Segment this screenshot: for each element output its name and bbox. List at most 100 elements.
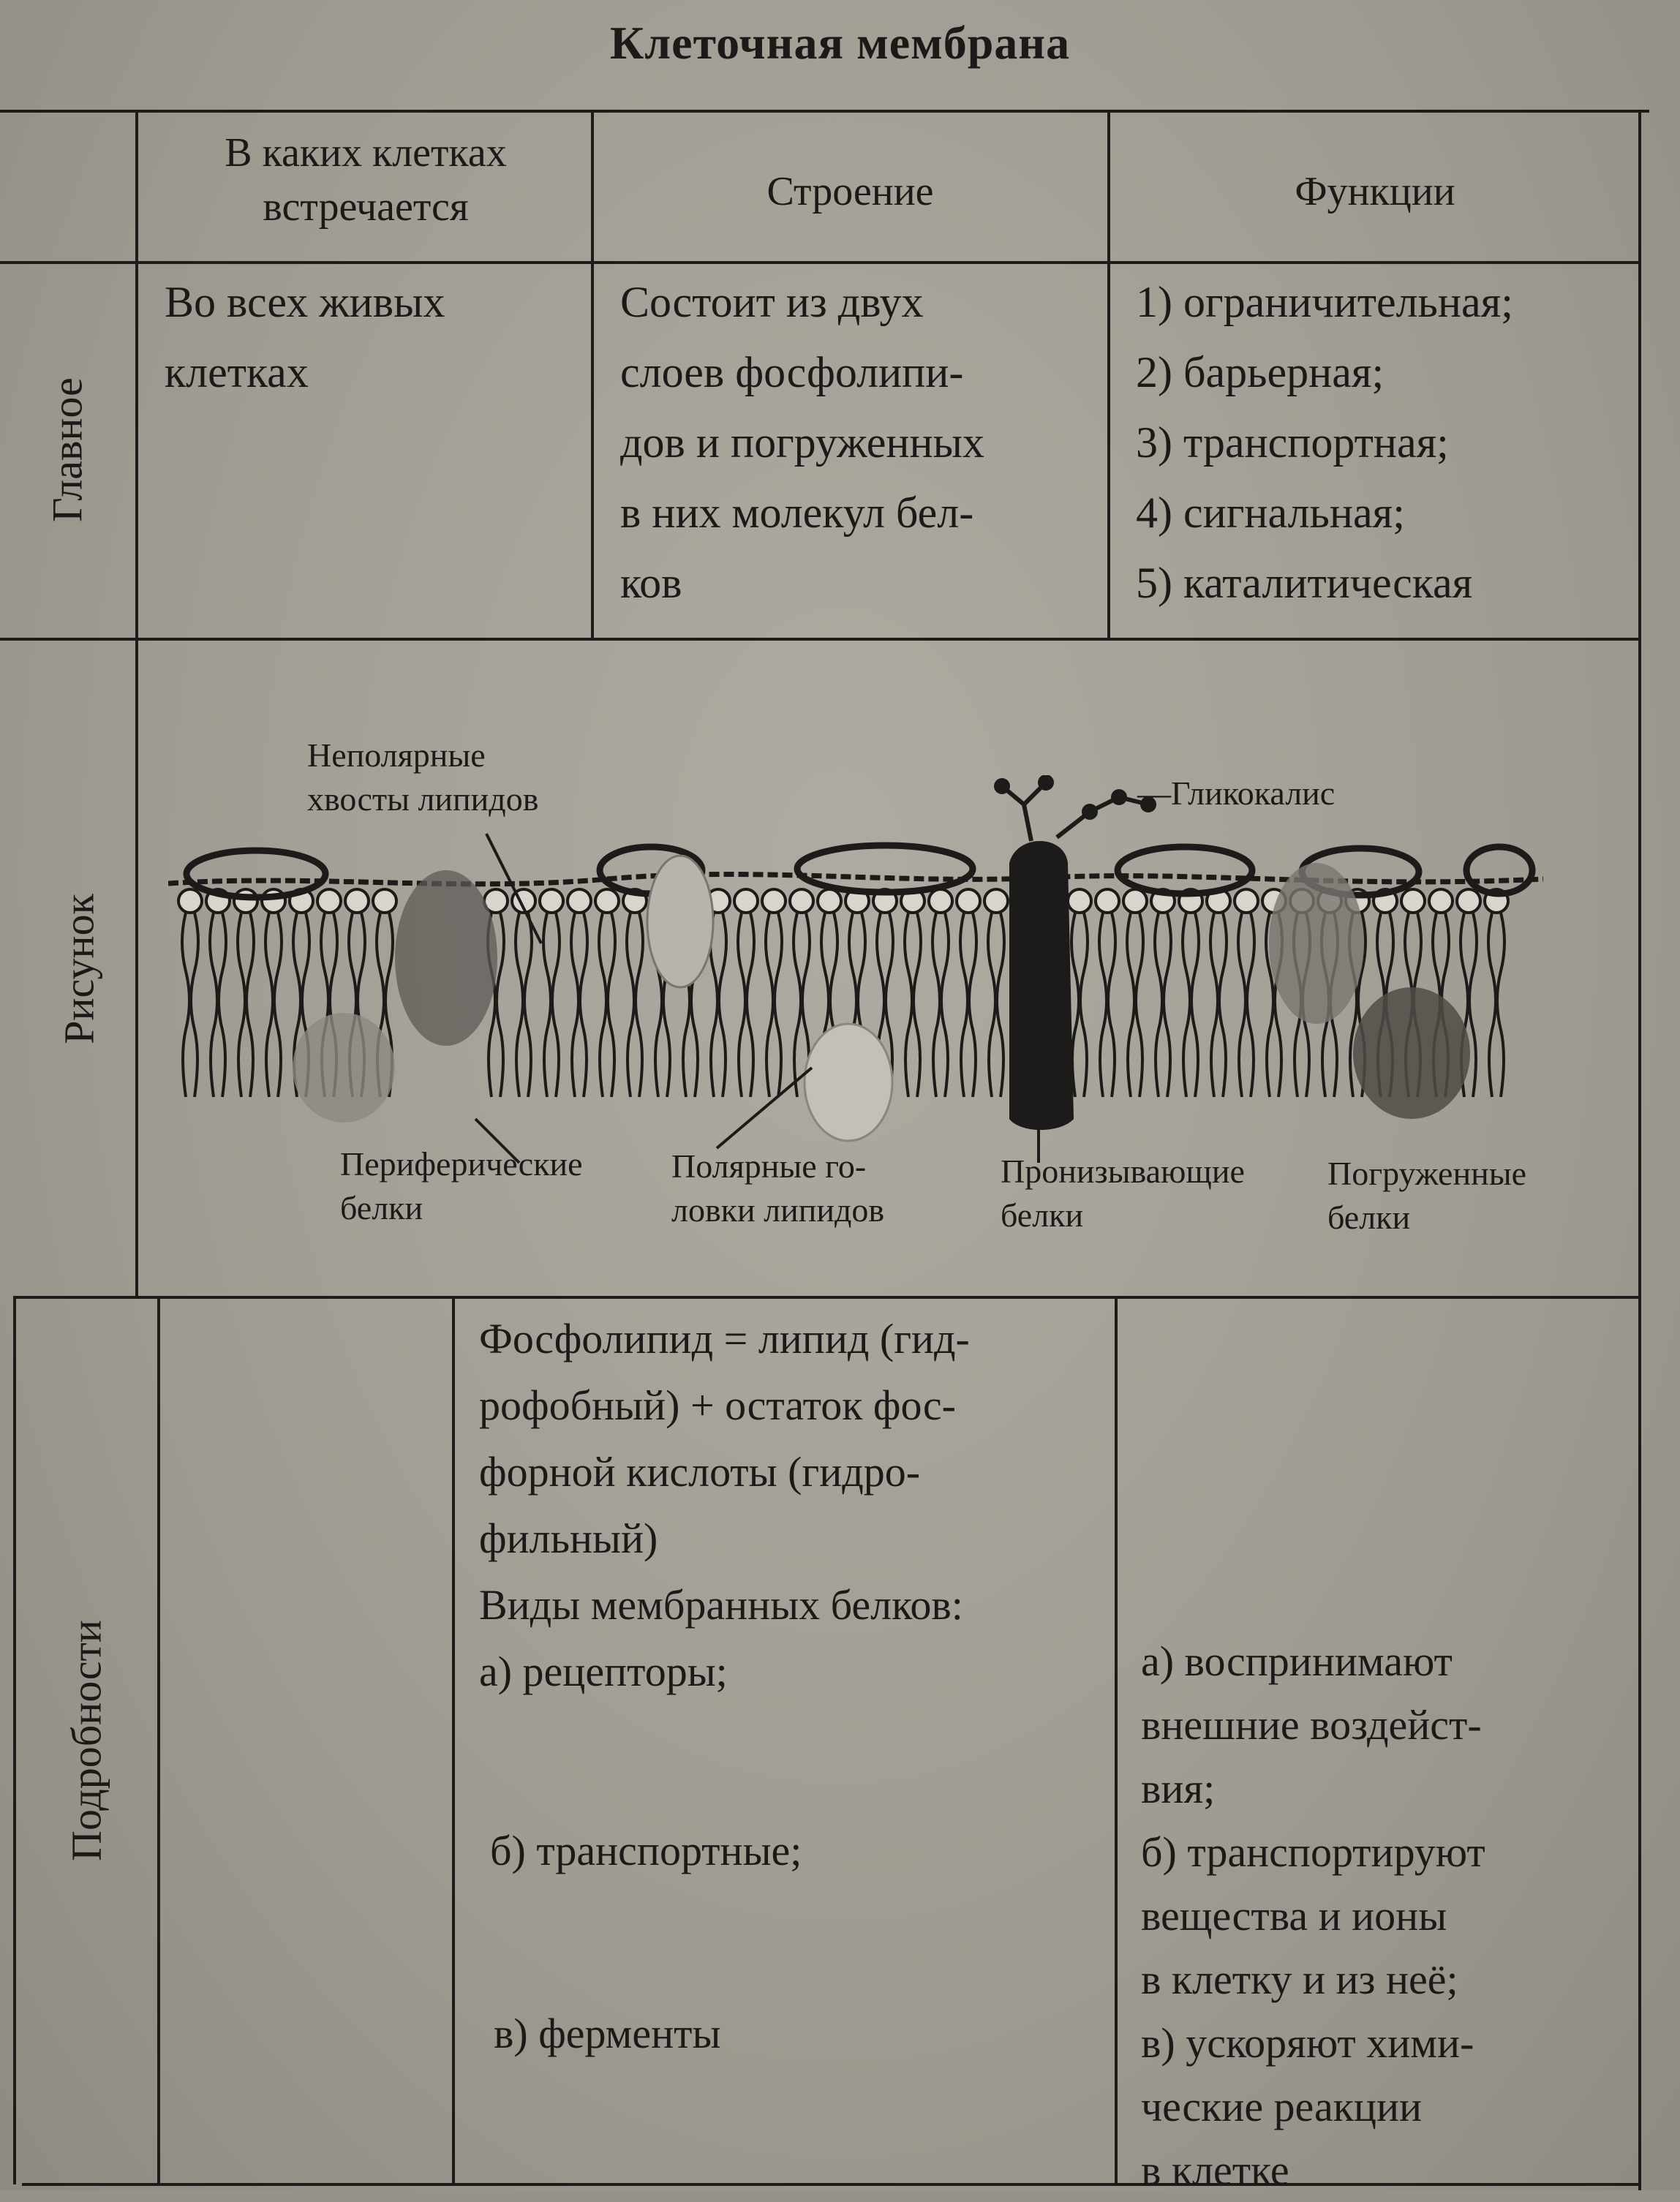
details-divider-2 [1115, 1296, 1118, 2184]
lipid-tail [217, 912, 227, 1098]
lipid-tail [1070, 912, 1080, 1098]
header-functions: Функции [1295, 169, 1455, 214]
glycocalyx-node [1082, 804, 1098, 820]
figure-row-divider [13, 1296, 1641, 1299]
transmembrane-protein [1009, 841, 1074, 1130]
lipid-tail [570, 912, 580, 1098]
lipid-tail [189, 912, 200, 1098]
row-label-figure: Рисунок [55, 894, 103, 1044]
pointer-tails [485, 833, 543, 944]
col-divider-2 [1107, 110, 1110, 639]
polar-head [788, 888, 815, 914]
main-where: Во всех живых клетках [165, 278, 445, 396]
polar-head [983, 888, 1009, 914]
polar-head [233, 888, 259, 914]
glycocalyx-node [1140, 796, 1156, 812]
row-label-details: Подробности [62, 1620, 110, 1861]
lipid-tail [514, 912, 524, 1098]
polar-head [1094, 888, 1120, 914]
immersed-protein [1269, 863, 1364, 1024]
polar-head [1122, 888, 1148, 914]
col-divider-1 [591, 110, 594, 639]
polar-head [594, 888, 620, 914]
table-border-top [0, 110, 1649, 113]
polar-head [733, 888, 759, 914]
glycocalyx-chain [1055, 794, 1149, 840]
lipid-tail [598, 912, 608, 1098]
lipid-tail [1134, 912, 1145, 1098]
lipid-tail [959, 912, 969, 1098]
lipid-tail [245, 912, 255, 1098]
lipid-tail [717, 912, 728, 1098]
lipid-tail [940, 912, 950, 1098]
lipid-tail [1468, 912, 1478, 1098]
lipid-tail [579, 912, 589, 1098]
lipid-tail [551, 912, 561, 1098]
col-divider-side [135, 110, 138, 1297]
lipid-tail [523, 912, 533, 1098]
lipid-tail [1496, 912, 1506, 1098]
details-left-edge [13, 1296, 16, 2184]
lipid-tail [634, 912, 644, 1098]
immersed-protein [646, 854, 715, 989]
lipid-tail [495, 912, 505, 1098]
lipid-tail [1153, 912, 1164, 1098]
lipid-tail [737, 912, 747, 1098]
lipid-tail [606, 912, 617, 1098]
pointer-peripheral [474, 1117, 521, 1164]
pointer-heads [715, 1066, 813, 1150]
lipid-tail [773, 912, 783, 1098]
polar-head [1233, 888, 1259, 914]
polar-head [955, 888, 982, 914]
polar-head [1066, 888, 1093, 914]
lipid-tail [792, 912, 802, 1098]
peripheral-protein [1463, 843, 1536, 897]
peripheral-protein [183, 847, 329, 901]
lipid-tail [1098, 912, 1108, 1098]
polar-head [1455, 888, 1482, 914]
lipid-tail [995, 912, 1006, 1098]
main-structure: Состоит из двух слоев фосфолипи- дов и п… [620, 278, 984, 607]
polar-head [927, 888, 954, 914]
lipid-tail [912, 912, 922, 1098]
table-border-bottom [22, 2183, 1641, 2186]
lipid-tail [884, 912, 894, 1098]
polar-head [316, 888, 342, 914]
lipid-tail [1162, 912, 1172, 1098]
details-divider-side [157, 1296, 160, 2184]
lipid-tail [1126, 912, 1136, 1098]
lipid-tail [181, 912, 191, 1098]
header-structure: Строение [766, 169, 934, 214]
label-transmembrane-proteins: Пронизывающие белки [1001, 1153, 1245, 1234]
label-polar-heads: Полярные го- ловки липидов [671, 1147, 885, 1229]
label-peripheral-proteins: Периферические белки [340, 1145, 583, 1226]
peripheral-protein [1114, 843, 1256, 897]
lipid-tail [764, 912, 775, 1098]
lipid-tail [931, 912, 941, 1098]
peripheral-protein [293, 1013, 395, 1123]
peripheral-protein [803, 1022, 894, 1142]
lipid-tail [1181, 912, 1191, 1098]
lipid-tail [1190, 912, 1200, 1098]
polar-head [1428, 888, 1454, 914]
polar-head [761, 888, 787, 914]
details-structure-enzymes: в) ферменты [494, 2010, 721, 2057]
lipid-tail [264, 912, 274, 1098]
glycocalyx-node [1038, 775, 1054, 791]
header-where: В каких клетках встречается [225, 130, 507, 230]
lipid-tail [1079, 912, 1089, 1098]
row-label-main: Главное [43, 377, 91, 522]
lipid-tail [1237, 912, 1247, 1098]
details-divider-1 [452, 1296, 455, 2184]
page-title: Клеточная мембрана [609, 17, 1071, 69]
lipid-tail [745, 912, 756, 1098]
details-structure-transport: б) транспортные; [490, 1827, 802, 1874]
immersed-protein [1353, 987, 1470, 1119]
lipid-tail [1107, 912, 1117, 1098]
immersed-protein [395, 870, 497, 1046]
glycocalyx-chain [1001, 780, 1048, 842]
glycocalyx-node [994, 778, 1010, 794]
polar-head [177, 888, 203, 914]
details-functions: а) воспринимают внешние воздейст- вия; б… [1141, 1637, 1485, 2194]
